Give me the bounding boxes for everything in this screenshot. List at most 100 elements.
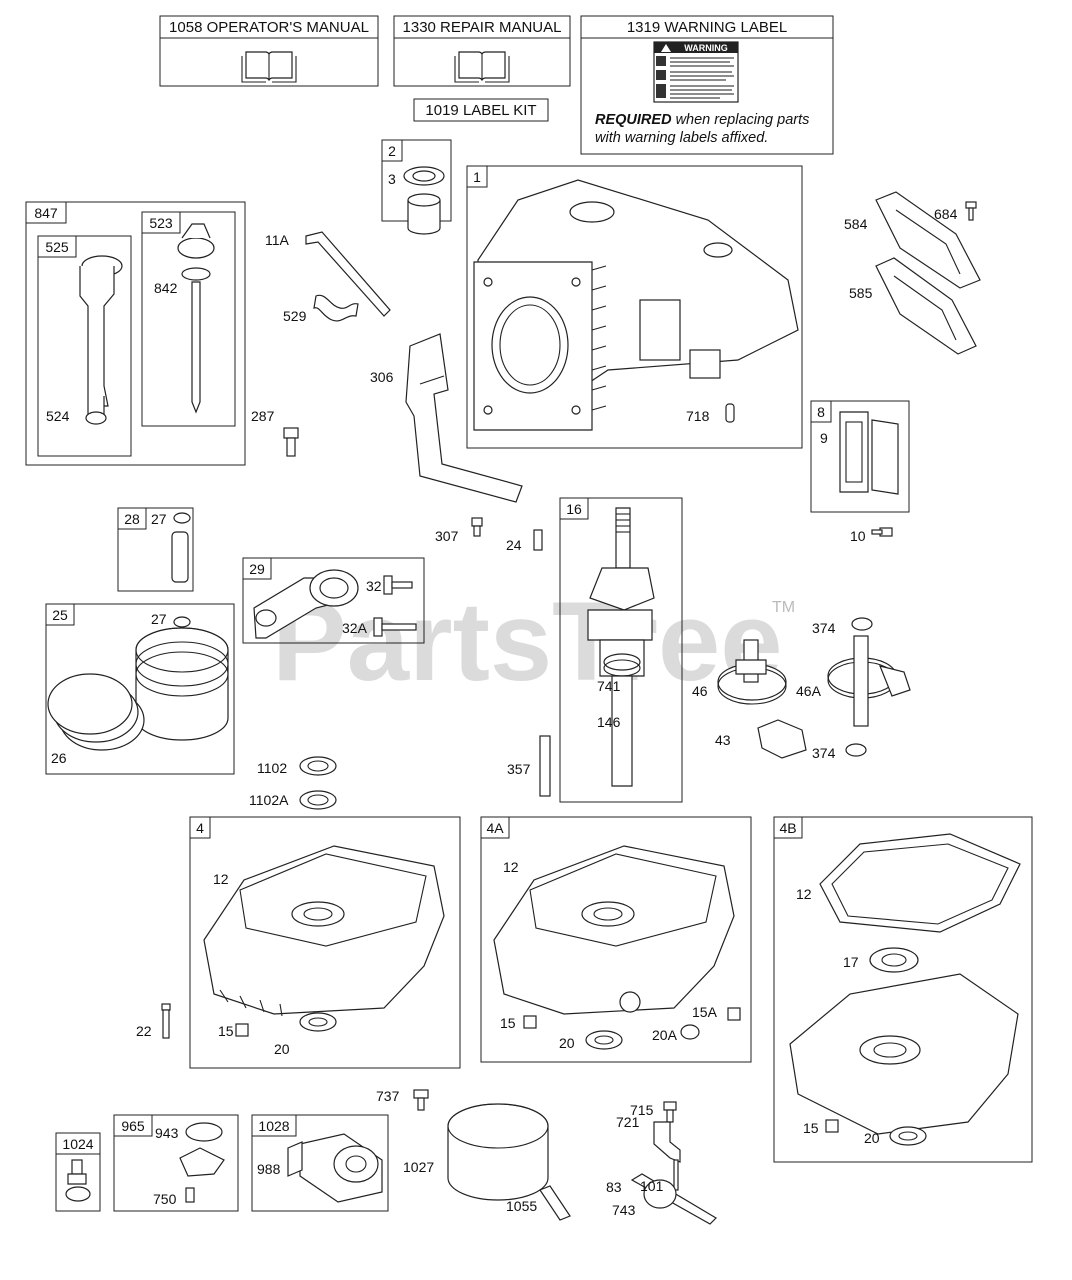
plug-15b-part[interactable] [523, 1015, 537, 1029]
screw-750-part[interactable] [185, 1187, 195, 1203]
label-307: 307 [435, 528, 459, 544]
tag-29[interactable]: 29 [242, 557, 272, 580]
label-1102: 1102 [257, 760, 287, 776]
screw-715-part[interactable] [663, 1101, 677, 1123]
dipstick-blade-part[interactable] [191, 281, 201, 414]
key-24-part[interactable] [533, 529, 543, 551]
pin-101-part[interactable] [673, 1159, 679, 1191]
screw-22-part[interactable] [161, 1003, 171, 1039]
plug-15a-4a-part[interactable] [727, 1007, 741, 1021]
tag-525[interactable]: 525 [37, 235, 77, 258]
group-box-4a [480, 816, 752, 1063]
cylinder-block-part[interactable] [473, 179, 799, 431]
label-306: 306 [370, 369, 394, 385]
sump-4-part[interactable] [203, 845, 445, 1017]
group-box-523 [141, 211, 236, 427]
tag-25[interactable]: 25 [45, 603, 75, 626]
crankshaft-part[interactable] [587, 507, 655, 787]
screw-287-part[interactable] [283, 427, 299, 457]
piston-pin-part[interactable] [171, 531, 189, 583]
warning-label-box[interactable]: 1319 WARNING LABEL WARNING REQUIRED when… [580, 15, 834, 155]
tag-847[interactable]: 847 [25, 201, 67, 224]
tag-16[interactable]: 16 [559, 497, 589, 520]
dipstick-cap-part[interactable] [177, 223, 215, 259]
bracket-721-part[interactable] [653, 1121, 681, 1163]
book-icon [454, 51, 510, 83]
filter-adapter-part[interactable] [287, 1133, 383, 1203]
piston-part[interactable] [135, 627, 229, 741]
rod-357-part[interactable] [539, 735, 551, 797]
watermark: PartsTree [272, 579, 783, 704]
oring-943-part[interactable] [185, 1122, 223, 1142]
group-box-16 [559, 497, 683, 803]
tag-8[interactable]: 8 [810, 400, 832, 423]
seal-20c-part[interactable] [889, 1126, 927, 1146]
rod-bolt-32-part[interactable] [383, 575, 413, 595]
retainer-27a-part[interactable] [173, 512, 191, 524]
screw-684-part[interactable] [965, 201, 977, 221]
dowel-pin-part[interactable] [725, 403, 735, 423]
screw-307-part[interactable] [471, 517, 483, 537]
label-741: 741 [597, 678, 621, 694]
dipstick-tube-part[interactable] [79, 255, 123, 417]
oil-filter-part[interactable] [447, 1103, 549, 1201]
gasket-9-part[interactable] [839, 411, 899, 495]
washer-374b-part[interactable] [845, 743, 867, 757]
elbow-529-part[interactable] [313, 294, 359, 322]
seal-20a-part[interactable] [299, 1012, 337, 1032]
pump-1024-part[interactable] [65, 1159, 91, 1202]
rod-bolt-32a-part[interactable] [373, 617, 417, 637]
label-kit-title: 1019 LABEL KIT [425, 102, 536, 119]
operators-manual-box[interactable]: 1058 OPERATOR'S MANUAL [159, 15, 379, 87]
seal-17-part[interactable] [869, 947, 919, 973]
tag-965[interactable]: 965 [113, 1114, 153, 1137]
oil-seal-part[interactable] [403, 166, 445, 186]
gasket-12c-part[interactable] [819, 833, 1021, 933]
tag-4a[interactable]: 4A [480, 816, 510, 839]
nipple-1055-part[interactable] [539, 1185, 571, 1221]
svg-text:965: 965 [121, 1118, 145, 1134]
washer-20a-part[interactable] [680, 1024, 700, 1040]
tag-1[interactable]: 1 [466, 165, 488, 188]
dipstick-plug-15a-part[interactable] [235, 1023, 249, 1037]
connecting-rod-part[interactable] [253, 569, 359, 639]
tag-1028[interactable]: 1028 [251, 1114, 297, 1137]
governor-43-part[interactable] [757, 719, 807, 759]
seal-1102-part[interactable] [299, 756, 337, 776]
camshaft-46-part[interactable] [717, 639, 787, 705]
label-26: 26 [51, 750, 67, 766]
repair-manual-box[interactable]: 1330 REPAIR MANUAL [393, 15, 571, 87]
gasket-584-part[interactable] [875, 191, 981, 289]
tag-28[interactable]: 28 [117, 507, 147, 530]
tag-4b[interactable]: 4B [773, 816, 803, 839]
dipstick-o-ring-part[interactable] [181, 267, 211, 281]
timing-gear-part[interactable] [603, 653, 641, 677]
retainer-27b-part[interactable] [173, 616, 191, 628]
tag-2[interactable]: 2 [381, 139, 403, 162]
governor-shaft-part[interactable] [630, 1173, 717, 1225]
plug-15c-part[interactable] [825, 1119, 839, 1133]
washer-374a-part[interactable] [851, 617, 873, 631]
seal-20b-part[interactable] [585, 1030, 623, 1050]
seal-1102a-part[interactable] [299, 790, 337, 810]
breather-tube-part[interactable] [305, 231, 391, 317]
label-kit-box[interactable]: 1019 LABEL KIT [413, 98, 549, 122]
camshaft-46a-part[interactable] [827, 635, 911, 727]
gasket-585-part[interactable] [875, 257, 977, 355]
sump-4b-part[interactable] [789, 973, 1019, 1135]
tag-4[interactable]: 4 [189, 816, 211, 839]
o-ring-524-part[interactable] [85, 411, 107, 425]
cover-965-part[interactable] [179, 1147, 225, 1177]
group-box-525 [37, 235, 132, 457]
label-43: 43 [715, 732, 731, 748]
bushing-part[interactable] [407, 193, 441, 235]
tag-523[interactable]: 523 [141, 211, 181, 234]
label-988: 988 [257, 1161, 281, 1177]
sump-4a-part[interactable] [493, 845, 735, 1015]
air-guide-part[interactable] [405, 333, 523, 503]
tag-1024[interactable]: 1024 [55, 1132, 101, 1155]
screw-10-part[interactable] [871, 527, 893, 537]
piston-rings-part[interactable] [47, 673, 145, 751]
screw-737-part[interactable] [413, 1089, 429, 1111]
label-27a: 27 [151, 511, 167, 527]
